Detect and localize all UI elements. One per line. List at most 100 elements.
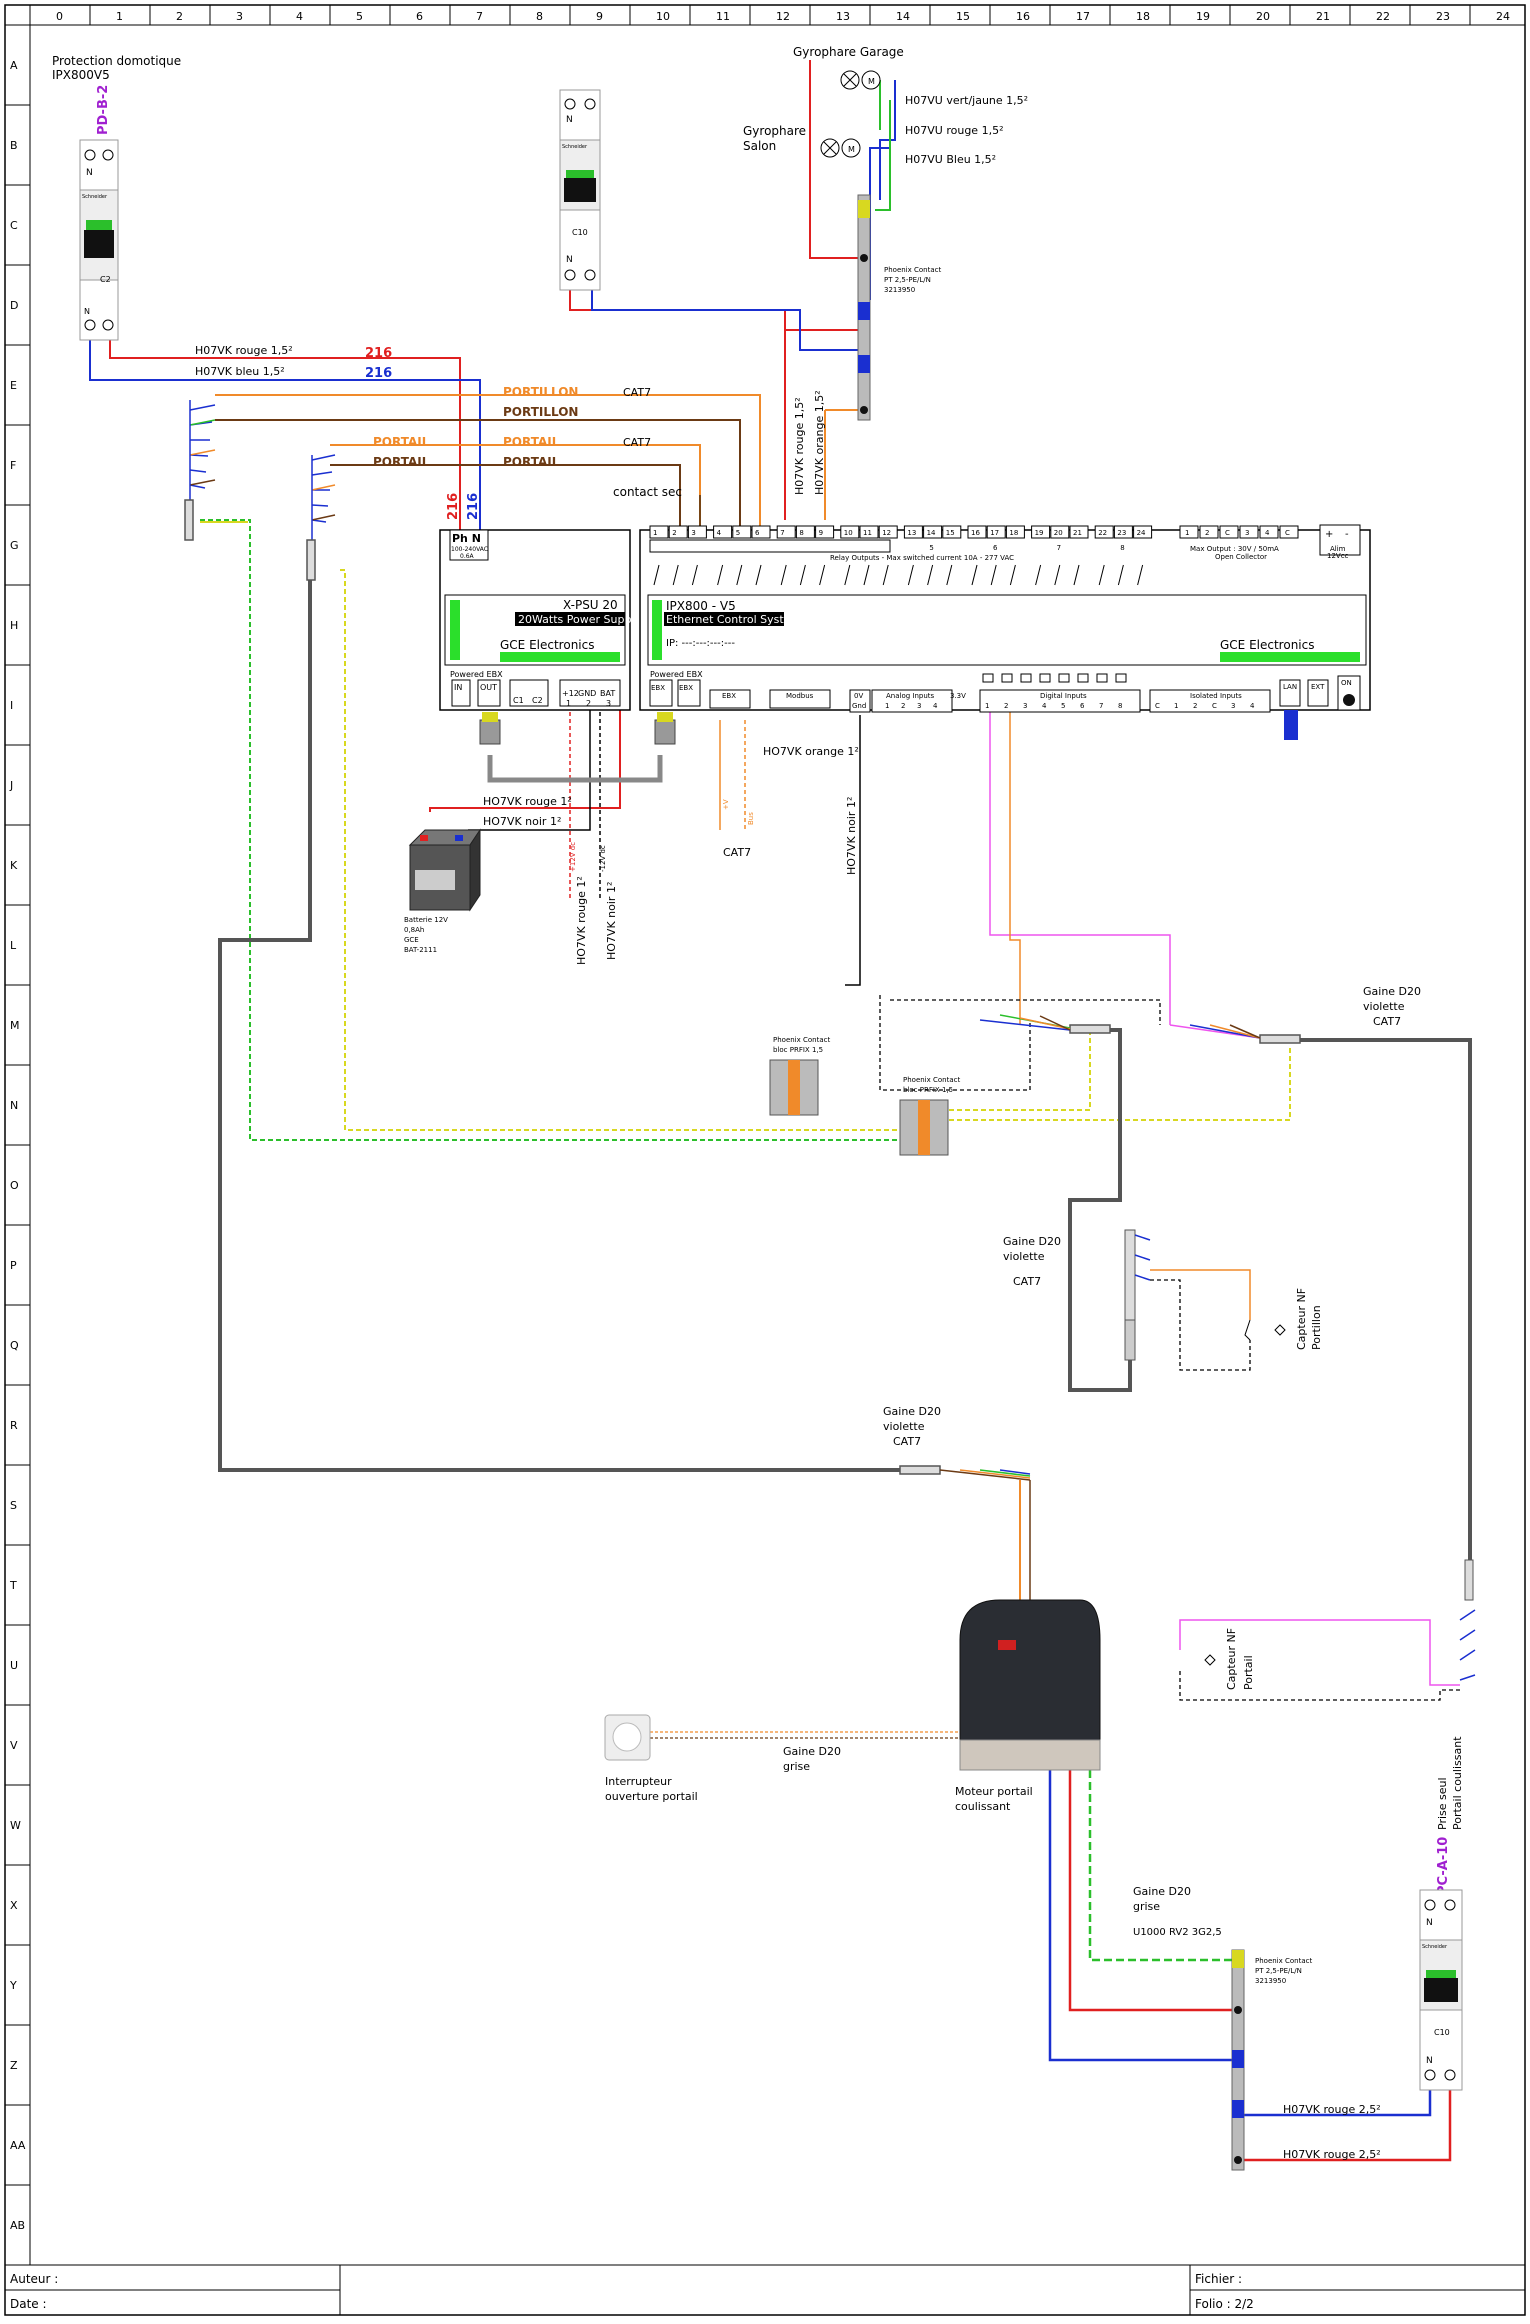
grise-label-4: grise (783, 1760, 810, 1773)
column-label: 24 (1496, 10, 1510, 23)
relay-contact (946, 564, 953, 586)
gaine-label-5: Gaine D20 (1133, 1885, 1191, 1898)
gaine-label-1: Gaine D20 (1363, 985, 1421, 998)
relay-contact (990, 564, 997, 586)
cat7-fanout-gate (899, 1465, 1031, 1481)
moteur-label-2: coulissant (955, 1800, 1011, 1813)
row-label: R (10, 1419, 18, 1432)
relay-terminal (967, 525, 987, 539)
num216-red: 216 (365, 346, 392, 361)
interrupteur-label-2: ouverture portail (605, 1790, 698, 1803)
pc-desc1: Prise seul (1436, 1777, 1449, 1830)
relay-terminal (942, 525, 962, 539)
relay-contact (672, 564, 679, 586)
footer-auteur: Auteur : (10, 2272, 58, 2286)
oc-terminal-label: 1 (1185, 529, 1189, 537)
row-label: B (10, 139, 18, 152)
gyrophares: Gyrophare Garage Gyrophare Salon M M H07… (743, 45, 1028, 421)
capteur-portillon: Capteur NF Portillon (1124, 1229, 1323, 1361)
pd-title: Protection domotique (52, 54, 181, 68)
relay-terminal-label: 20 (1054, 529, 1063, 537)
moteur-label-1: Moteur portail (955, 1785, 1033, 1798)
relay-terminal (1050, 525, 1070, 539)
pc-n-bottom: N (1426, 2056, 1433, 2066)
digital-terminal-label: 4 (1042, 702, 1047, 710)
alim-minus: - (1345, 529, 1349, 540)
relay-contact (1009, 564, 1016, 586)
gate-motor: Moteur portail coulissant (955, 1599, 1101, 1813)
row-label: K (10, 859, 18, 872)
vu-rouge-label: H07VU rouge 1,5² (905, 124, 1003, 137)
isolated-label: Isolated Inputs (1190, 692, 1242, 700)
relay-group-label: 8 (1120, 544, 1124, 552)
breaker-c10-top: N Schneider C10 N (559, 89, 601, 291)
c10-n-bottom: N (566, 255, 573, 265)
row-label: D (10, 299, 18, 312)
relay-terminal-label: 14 (927, 529, 936, 537)
relay-terminal-label: 5 (736, 529, 740, 537)
isolated-terminal-label: 1 (1174, 702, 1178, 710)
column-label: 14 (896, 10, 910, 23)
psu-in: IN (454, 683, 462, 692)
relay-contact (736, 564, 743, 586)
footer-fichier: Fichier : (1195, 2272, 1242, 2286)
relay-contact (1035, 564, 1042, 586)
alim-label: Alim (1330, 545, 1346, 553)
column-label: 12 (776, 10, 790, 23)
relay-contact (799, 564, 806, 586)
title-block: Auteur : Date : Fichier : Folio : 2/2 (5, 2264, 1525, 2315)
relay-terminal (986, 525, 1006, 539)
ho-noir1-vert-label: HO7VK noir 1² (845, 797, 858, 875)
column-label: 1 (116, 10, 123, 23)
gnd-label: Gnd (852, 702, 866, 710)
gaine-label-4: Gaine D20 (783, 1745, 841, 1758)
gate-motor-icon (959, 1599, 1101, 1761)
digital-terminal (1077, 673, 1089, 683)
column-label: 15 (956, 10, 970, 23)
relay-group-label: 6 (993, 544, 998, 552)
analog-terminal-label: 1 (885, 702, 889, 710)
relay-terminal-label: 4 (717, 529, 722, 537)
relay-terminal-label: 8 (799, 529, 803, 537)
grise-label-5: grise (1133, 1900, 1160, 1913)
psu-out: OUT (480, 683, 497, 692)
oc-terminal-label: 4 (1265, 529, 1270, 537)
u1000-label: U1000 RV2 3G2,5 (1133, 1927, 1222, 1938)
digital-terminal-label: 1 (985, 702, 989, 710)
column-label: 23 (1436, 10, 1450, 23)
relay-terminal (1113, 525, 1133, 539)
column-label: 3 (236, 10, 243, 23)
lan-label: LAN (1283, 683, 1297, 691)
relay-terminal (732, 525, 752, 539)
phoenix-pt2-label-2: PT 2,5-PE/L/N (1255, 1967, 1302, 1975)
rj45-plug-icon (479, 719, 501, 745)
relay-terminal-label: 23 (1117, 529, 1126, 537)
relay-terminal-label: 6 (755, 529, 760, 537)
relay-terminal-label: 10 (844, 529, 853, 537)
footer-date: Date : (10, 2297, 47, 2311)
relay-group-label: 7 (1057, 544, 1061, 552)
contact-sec-label: contact sec (613, 485, 682, 499)
interrupteur-label-1: Interrupteur (605, 1775, 672, 1788)
v12-label: +12V dc (569, 842, 577, 872)
psu-t2: 2 (586, 699, 591, 708)
cat7-portillon-label: CAT7 (623, 386, 651, 399)
relay-caption: Relay Outputs - Max switched current 10A… (830, 554, 1014, 562)
capteur-nf-label-1: Capteur NF (1295, 1288, 1308, 1350)
column-label: 22 (1376, 10, 1390, 23)
digital-terminal (1001, 673, 1013, 683)
row-label: Z (10, 2059, 18, 2072)
relay-terminal (1069, 525, 1089, 539)
phoenix-pt-label-1: Phoenix Contact (884, 266, 941, 274)
relay-terminal-label: 1 (653, 529, 657, 537)
analog-terminal-label: 2 (901, 702, 905, 710)
psu-model: X-PSU 20 (563, 598, 618, 612)
c10-n-top: N (566, 115, 573, 125)
blue15-label: H07VK bleu 1,5² (195, 365, 285, 378)
oc-terminal-label: C (1225, 529, 1230, 537)
relay-terminal (903, 525, 923, 539)
row-label: G (10, 539, 19, 552)
alim-v: 12Vcc (1327, 552, 1349, 560)
oc-terminal-label: C (1285, 529, 1290, 537)
